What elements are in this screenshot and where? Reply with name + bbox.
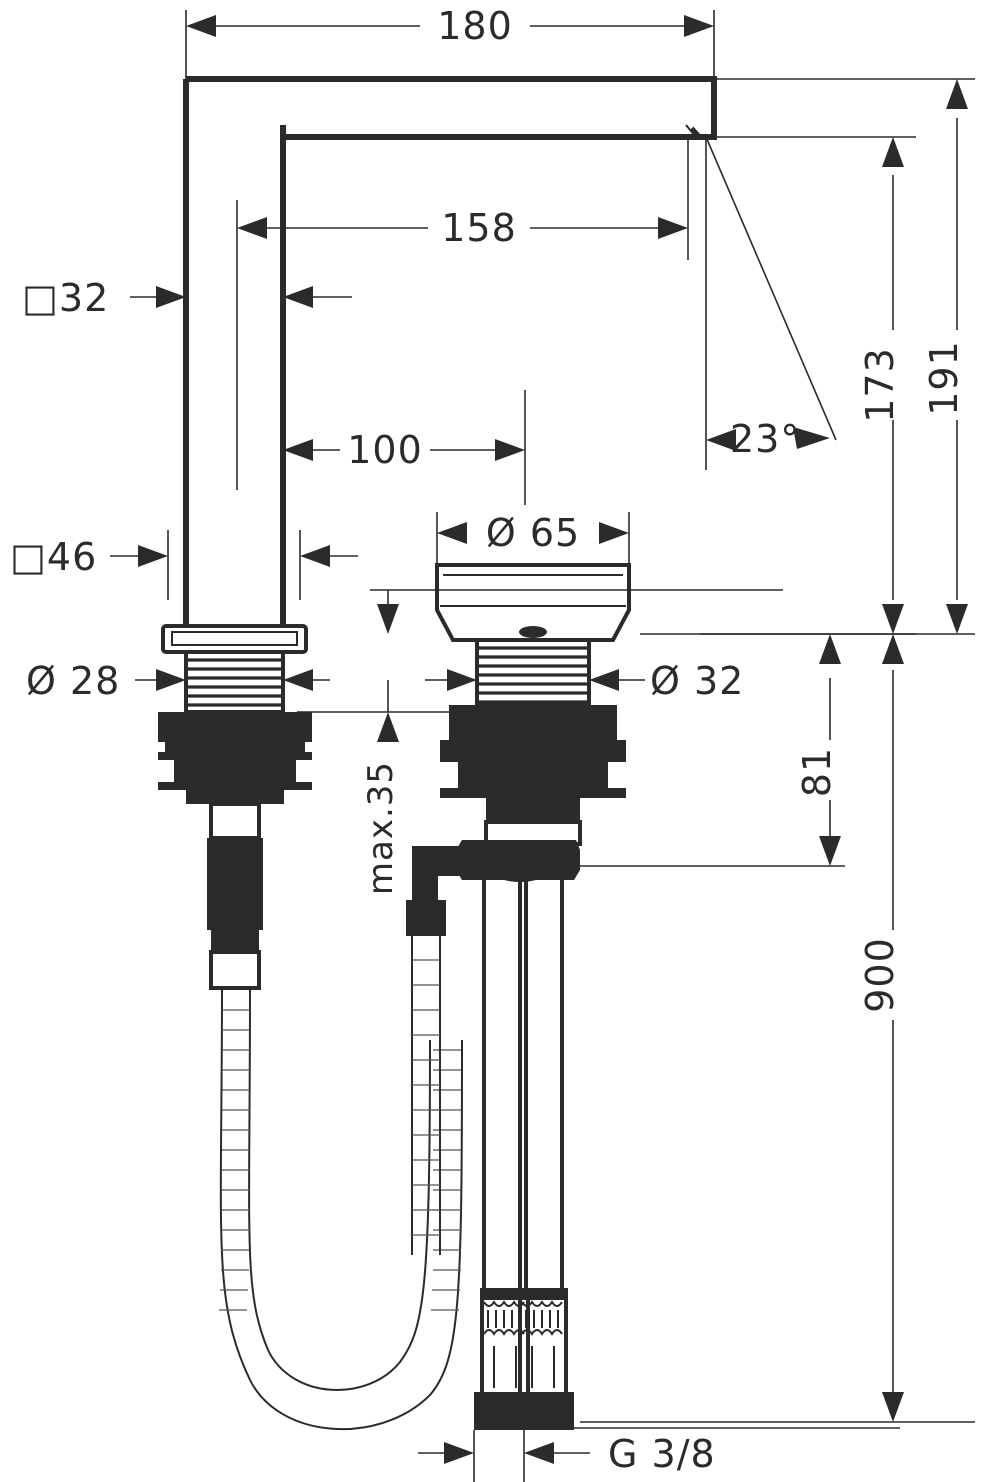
dim-thread-g38: G 3/8: [418, 1427, 900, 1482]
riser-corrugation: [480, 1288, 568, 1392]
dim-158: 158: [236, 137, 689, 490]
dim-label-100: 100: [347, 428, 423, 472]
dim-900: 900: [580, 634, 975, 1423]
dim-square-32: □32: [22, 276, 352, 320]
flexible-hose: [219, 987, 463, 1431]
dim-81: 81: [575, 634, 845, 867]
dim-label-thread-g38: G 3/8: [608, 1432, 716, 1476]
valve-assembly: [406, 563, 631, 1255]
dim-label-square-32: □32: [22, 276, 109, 320]
dim-angle-23: 23°: [705, 136, 837, 470]
dim-diameter-65: Ø 65: [436, 511, 630, 565]
dimension-annotations: 180 158 100: [10, 4, 975, 1482]
supply-risers: [474, 878, 574, 1430]
dim-label-square-46: □46: [10, 535, 97, 579]
dim-square-46: □46: [10, 530, 358, 600]
dim-label-180: 180: [437, 4, 513, 48]
dim-max-35: max.35: [297, 589, 783, 895]
spout-base-collar: [158, 624, 312, 990]
product-outline: [158, 76, 717, 1431]
dim-diameter-32: Ø 32: [425, 659, 744, 703]
spout-body: [183, 76, 717, 628]
dim-diameter-28: Ø 28: [26, 659, 330, 703]
dim-label-81: 81: [795, 747, 839, 797]
dim-label-158: 158: [441, 206, 517, 250]
dim-180: 180: [185, 4, 715, 79]
dim-label-diameter-28: Ø 28: [26, 659, 120, 703]
dim-label-diameter-32: Ø 32: [650, 659, 744, 703]
dim-label-diameter-65: Ø 65: [486, 511, 580, 555]
dim-label-angle-23: 23°: [730, 417, 800, 461]
dim-173: 173: [640, 136, 916, 635]
dim-label-191: 191: [922, 340, 966, 416]
dim-100: 100: [282, 390, 526, 505]
dim-label-900: 900: [858, 937, 902, 1013]
dim-label-173: 173: [858, 347, 902, 423]
dim-191: 191: [700, 78, 975, 635]
dim-label-max-35: max.35: [361, 761, 401, 895]
